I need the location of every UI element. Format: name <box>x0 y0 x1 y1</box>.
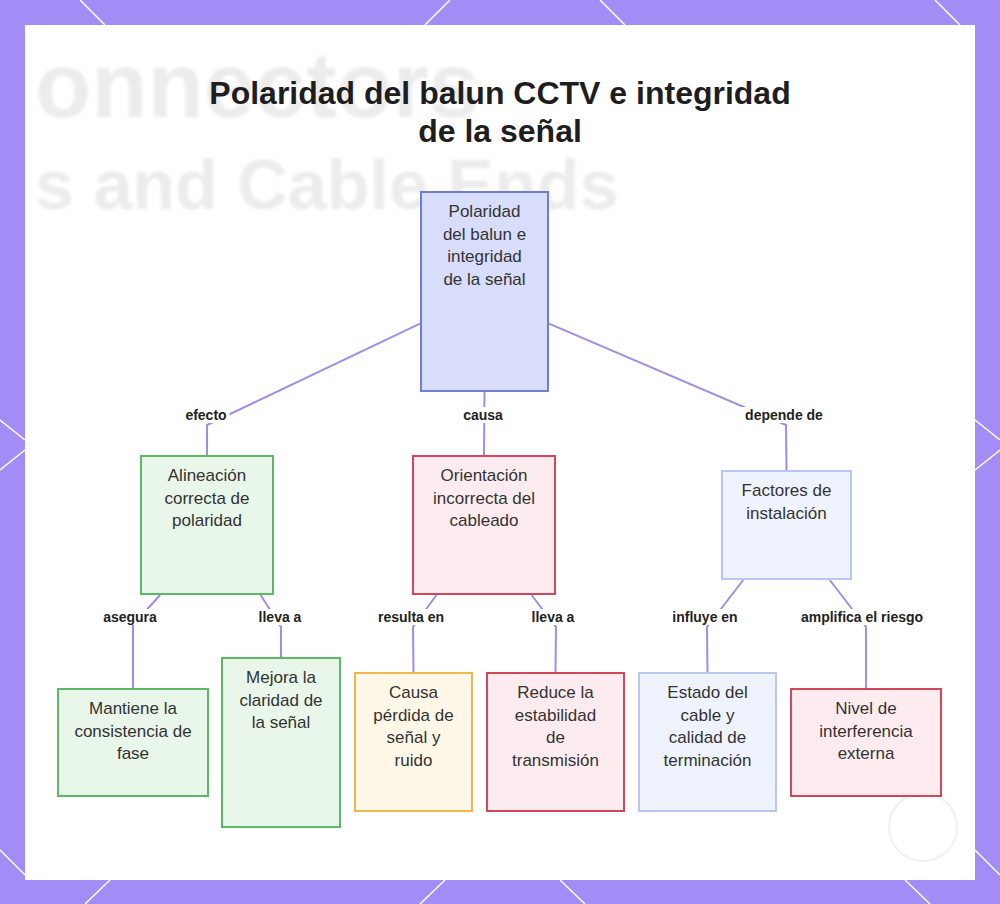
leaf-box: Mantiene la consistencia de fase <box>57 688 209 797</box>
concept-box: Alineación correcta de polaridad <box>140 455 274 595</box>
connector <box>707 580 743 672</box>
node-text: Causa pérdida de señal y ruido <box>356 674 471 772</box>
leaf-box: Reduce la estabilidad de transmisión <box>486 672 625 812</box>
connector-line <box>549 324 787 470</box>
connector-line <box>207 324 420 455</box>
connector-line <box>707 580 743 672</box>
node-text: Mejora la claridad de la señal <box>223 659 339 735</box>
edge-label: causa <box>460 407 506 423</box>
connector <box>484 392 486 455</box>
connector-line <box>413 595 436 672</box>
root-box: Polaridad del balun e integridad de la s… <box>420 191 549 392</box>
edge-label: asegura <box>100 609 160 625</box>
node-text: Factores de instalación <box>723 472 850 525</box>
edge-label: depende de <box>742 407 826 423</box>
leaf-box: Nivel de interferencia externa <box>790 688 942 797</box>
leaf-box: Mejora la claridad de la señal <box>221 657 341 828</box>
node-text: Polaridad del balun e integridad de la s… <box>422 193 547 291</box>
edge-label: influye en <box>669 609 740 625</box>
connector <box>413 595 436 672</box>
diagram-title: Polaridad del balun CCTV e integridad de… <box>200 74 800 150</box>
node-text: Nivel de interferencia externa <box>792 690 940 766</box>
node-text: Reduce la estabilidad de transmisión <box>488 674 623 772</box>
node-text: Mantiene la consistencia de fase <box>59 690 207 766</box>
connector-line <box>483 392 486 455</box>
connector-line <box>830 580 866 688</box>
edge-label: lleva a <box>256 609 305 625</box>
connector <box>549 324 787 470</box>
edge-label: efecto <box>182 407 229 423</box>
faint-logo <box>883 787 963 867</box>
edge-label: lleva a <box>529 609 578 625</box>
connector <box>207 324 420 455</box>
edge-label: amplifica el riesgo <box>798 609 926 625</box>
leaf-box: Estado del cable y calidad de terminació… <box>638 672 777 812</box>
concept-box: Factores de instalación <box>721 470 852 580</box>
node-text: Estado del cable y calidad de terminació… <box>640 674 775 772</box>
concept-box: Orientación incorrecta del cableado <box>412 455 556 595</box>
connector <box>261 595 281 657</box>
connector <box>830 580 866 688</box>
connector-line <box>532 595 556 672</box>
leaf-box: Causa pérdida de señal y ruido <box>354 672 473 812</box>
node-text: Orientación incorrecta del cableado <box>414 457 554 533</box>
connector <box>532 595 556 672</box>
edge-label: resulta en <box>375 609 447 625</box>
connector-line <box>261 595 281 657</box>
node-text: Alineación correcta de polaridad <box>142 457 272 533</box>
